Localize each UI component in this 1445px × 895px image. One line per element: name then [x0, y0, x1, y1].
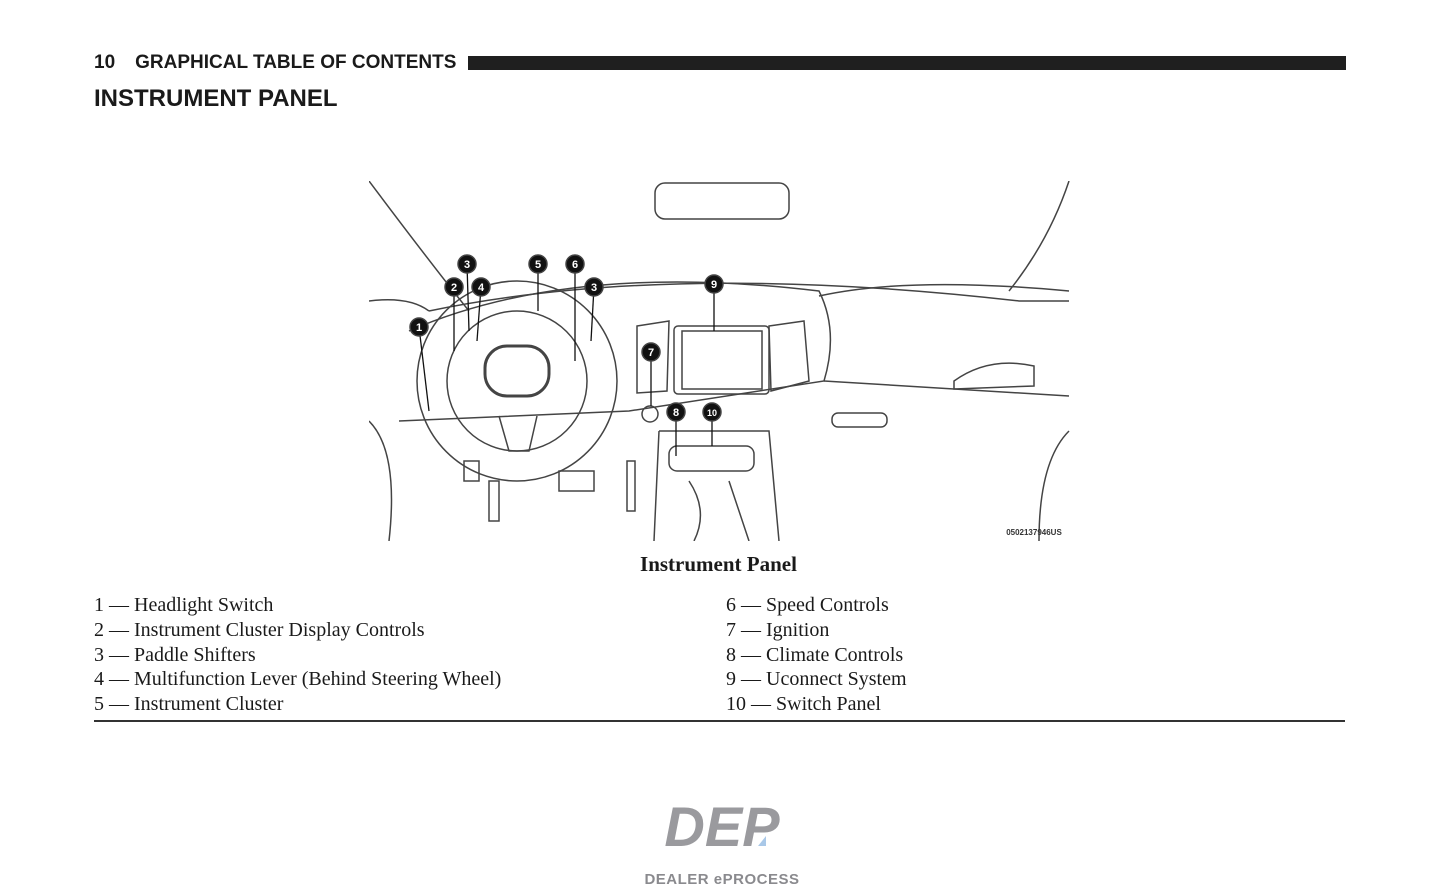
- instrument-panel-diagram: 1 2 3 4 5 6 3 9 7 8 10 0502137946US: [369, 181, 1070, 541]
- legend-right: 6 — Speed Controls 7 — Ignition 8 — Clim…: [726, 593, 907, 717]
- callout-10: 10: [707, 408, 717, 418]
- callout-5: 5: [535, 259, 541, 271]
- callout-2: 2: [451, 282, 457, 294]
- legend-item: 2 — Instrument Cluster Display Controls: [94, 618, 425, 641]
- logo-tagline: DEALER ePROCESS: [644, 871, 799, 888]
- callout-8: 8: [673, 407, 679, 419]
- section-title: GRAPHICAL TABLE OF CONTENTS: [135, 52, 457, 73]
- callout-9: 9: [711, 279, 717, 291]
- header-bar: [468, 56, 1346, 70]
- logo-mark: DEP: [664, 796, 780, 858]
- bottom-rule: [94, 720, 1345, 722]
- legend-left: 1 — Headlight Switch 2 — Instrument Clus…: [94, 593, 501, 717]
- dealer-eprocess-logo: DEP DEALER ePROCESS: [644, 796, 799, 888]
- legend-item: 4 — Multifunction Lever (Behind Steering…: [94, 668, 502, 691]
- legend-item: 8 — Climate Controls: [726, 643, 904, 666]
- legend-item: 3 — Paddle Shifters: [94, 643, 256, 666]
- legend-item: 9 — Uconnect System: [726, 668, 907, 691]
- callout-3: 3: [464, 259, 470, 271]
- figure-caption: Instrument Panel: [640, 552, 797, 576]
- callouts: [418, 263, 715, 456]
- page-header: 10 GRAPHICAL TABLE OF CONTENTS: [94, 52, 1346, 74]
- callout-3b: 3: [591, 282, 597, 294]
- callout-4: 4: [478, 282, 485, 294]
- callout-7: 7: [648, 347, 654, 359]
- callout-6: 6: [572, 259, 578, 271]
- callout-1: 1: [416, 322, 422, 334]
- page-title: INSTRUMENT PANEL: [94, 85, 338, 112]
- legend-item: 7 — Ignition: [726, 618, 830, 641]
- image-code: 0502137946US: [1006, 528, 1062, 537]
- legend-item: 5 — Instrument Cluster: [94, 693, 284, 716]
- page-number: 10: [94, 52, 116, 73]
- legend-item: 10 — Switch Panel: [726, 693, 881, 716]
- legend-item: 6 — Speed Controls: [726, 594, 889, 616]
- legend-item: 1 — Headlight Switch: [94, 594, 274, 616]
